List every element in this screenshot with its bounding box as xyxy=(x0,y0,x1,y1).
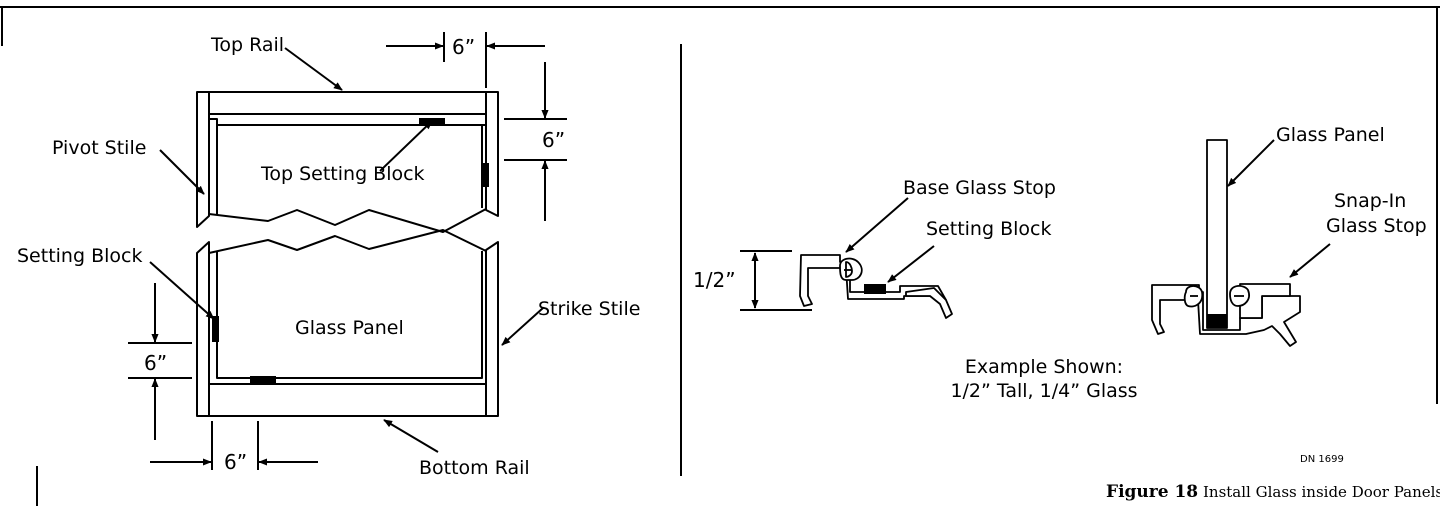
left-dimension-lines xyxy=(128,32,567,470)
side-setting-block-marker xyxy=(482,163,489,187)
right-leaders xyxy=(740,139,1331,311)
bottom-rail-label: Bottom Rail xyxy=(419,457,530,479)
snap-in-line1: Snap-In xyxy=(1334,190,1406,212)
glass-panel-label: Glass Panel xyxy=(295,317,404,339)
page-frame xyxy=(0,6,1440,506)
pivot-stile-label: Pivot Stile xyxy=(52,137,146,159)
figure-title: Install Glass inside Door Panels xyxy=(1203,483,1440,501)
strike-stile-label: Strike Stile xyxy=(538,298,640,320)
base-glass-stop-label: Base Glass Stop xyxy=(903,177,1056,199)
assembly-setting-block-marker xyxy=(1207,314,1227,328)
left-setting-block-marker xyxy=(212,316,219,342)
dim-left-vertical: 6” xyxy=(144,351,167,375)
example-line2: 1/2” Tall, 1/4” Glass xyxy=(950,380,1137,402)
drawing-number: DN 1699 xyxy=(1300,454,1344,465)
glass-panel-right-label: Glass Panel xyxy=(1276,124,1385,146)
snap-in-line2: Glass Stop xyxy=(1326,215,1427,237)
base-setting-block-marker xyxy=(864,284,886,294)
door-panel-drawing xyxy=(196,91,499,417)
top-rail-label: Top Rail xyxy=(210,34,284,56)
setting-block-right-label: Setting Block xyxy=(926,218,1051,240)
dim-top-vertical: 6” xyxy=(542,128,565,152)
base-glass-stop-profile xyxy=(799,254,953,319)
figure-number: Figure 18 xyxy=(1106,482,1198,502)
dim-bottom-horizontal: 6” xyxy=(224,450,247,474)
bottom-setting-block-marker xyxy=(250,376,276,384)
top-setting-block-label: Top Setting Block xyxy=(260,163,425,185)
setting-block-label: Setting Block xyxy=(17,245,142,267)
dim-top-horizontal: 6” xyxy=(452,35,475,59)
left-leaders xyxy=(149,47,544,453)
example-line1: Example Shown: xyxy=(965,356,1123,378)
half-inch-dim-label: 1/2” xyxy=(693,268,736,292)
